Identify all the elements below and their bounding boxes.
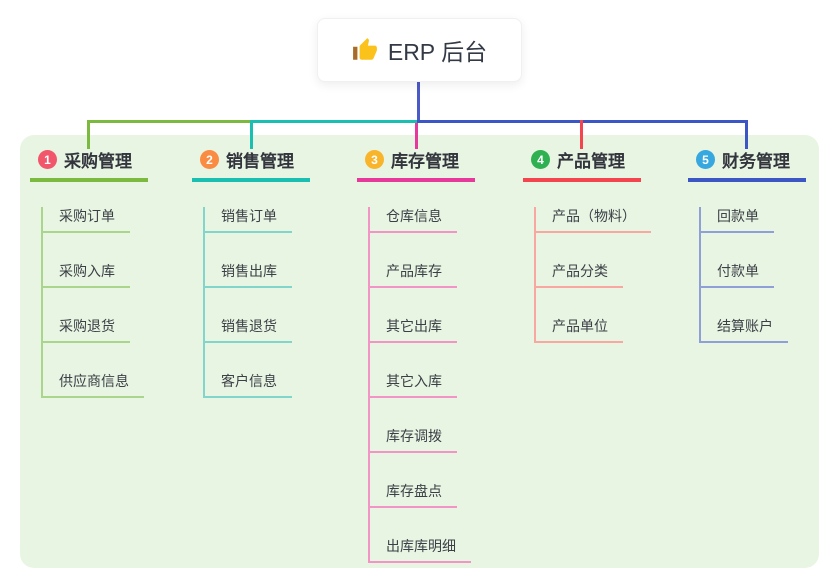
thumbs-up-icon [352,38,377,60]
branch-5-title: 财务管理 [722,152,790,171]
branch-4-title: 产品管理 [557,152,625,171]
branch-5-node[interactable]: 5 财务管理 [688,143,806,182]
node-item[interactable]: 其它出库 [370,317,457,343]
node-item[interactable]: 采购订单 [43,207,130,233]
branch-4-items: 产品（物料） 产品分类 产品单位 [534,207,663,343]
branch-1-items: 采购订单 采购入库 采购退货 供应商信息 [41,207,170,398]
node-item[interactable]: 产品（物料） [536,207,651,233]
connector-drop-branch-2 [250,120,253,149]
root-node[interactable]: ERP 后台 [317,18,522,82]
root-title: ERP 后台 [387,39,488,65]
branch-1: 1 采购管理 采购订单 采购入库 采购退货 供应商信息 [30,143,170,398]
node-item[interactable]: 销售退货 [205,317,292,343]
node-item[interactable]: 产品单位 [536,317,623,343]
node-item[interactable]: 库存调拨 [370,427,457,453]
branch-3-items: 仓库信息 产品库存 其它出库 其它入库 库存调拨 库存盘点 出库库明细 [368,207,497,563]
node-item[interactable]: 采购退货 [43,317,130,343]
branch-2-badge: 2 [200,150,219,169]
branch-3-title: 库存管理 [391,152,459,171]
node-item[interactable]: 销售出库 [205,262,292,288]
branch-4: 4 产品管理 产品（物料） 产品分类 产品单位 [523,143,663,343]
node-item[interactable]: 结算账户 [701,317,788,343]
node-item[interactable]: 回款单 [701,207,774,233]
branch-3-node[interactable]: 3 库存管理 [357,143,475,182]
connector-drop-branch-5 [745,120,748,149]
branch-2-node[interactable]: 2 销售管理 [192,143,310,182]
branches-panel [20,135,819,568]
branch-5: 5 财务管理 回款单 付款单 结算账户 [688,143,828,343]
connector-drop-branch-3 [415,123,418,149]
connector-drop-branch-1 [87,120,90,149]
branch-1-node[interactable]: 1 采购管理 [30,143,148,182]
branch-5-items: 回款单 付款单 结算账户 [699,207,828,343]
connector-bus-middle [251,120,418,123]
connector-drop-branch-4 [580,120,583,149]
node-item[interactable]: 其它入库 [370,372,457,398]
branch-5-badge: 5 [696,150,715,169]
branch-1-title: 采购管理 [64,152,132,171]
connector-bus-left [87,120,251,123]
node-item[interactable]: 付款单 [701,262,774,288]
node-item[interactable]: 采购入库 [43,262,130,288]
node-item[interactable]: 客户信息 [205,372,292,398]
node-item[interactable]: 销售订单 [205,207,292,233]
branch-3-badge: 3 [365,150,384,169]
branch-1-badge: 1 [38,150,57,169]
branch-4-node[interactable]: 4 产品管理 [523,143,641,182]
node-item[interactable]: 库存盘点 [370,482,457,508]
branch-4-badge: 4 [531,150,550,169]
branch-2: 2 销售管理 销售订单 销售出库 销售退货 客户信息 [192,143,332,398]
node-item[interactable]: 出库库明细 [370,537,471,563]
branch-2-items: 销售订单 销售出库 销售退货 客户信息 [203,207,332,398]
branch-3: 3 库存管理 仓库信息 产品库存 其它出库 其它入库 库存调拨 库存盘点 出库库… [357,143,497,563]
branch-2-title: 销售管理 [226,152,294,171]
node-item[interactable]: 产品库存 [370,262,457,288]
node-item[interactable]: 仓库信息 [370,207,457,233]
node-item[interactable]: 供应商信息 [43,372,144,398]
connector-root-line [417,82,420,121]
node-item[interactable]: 产品分类 [536,262,623,288]
